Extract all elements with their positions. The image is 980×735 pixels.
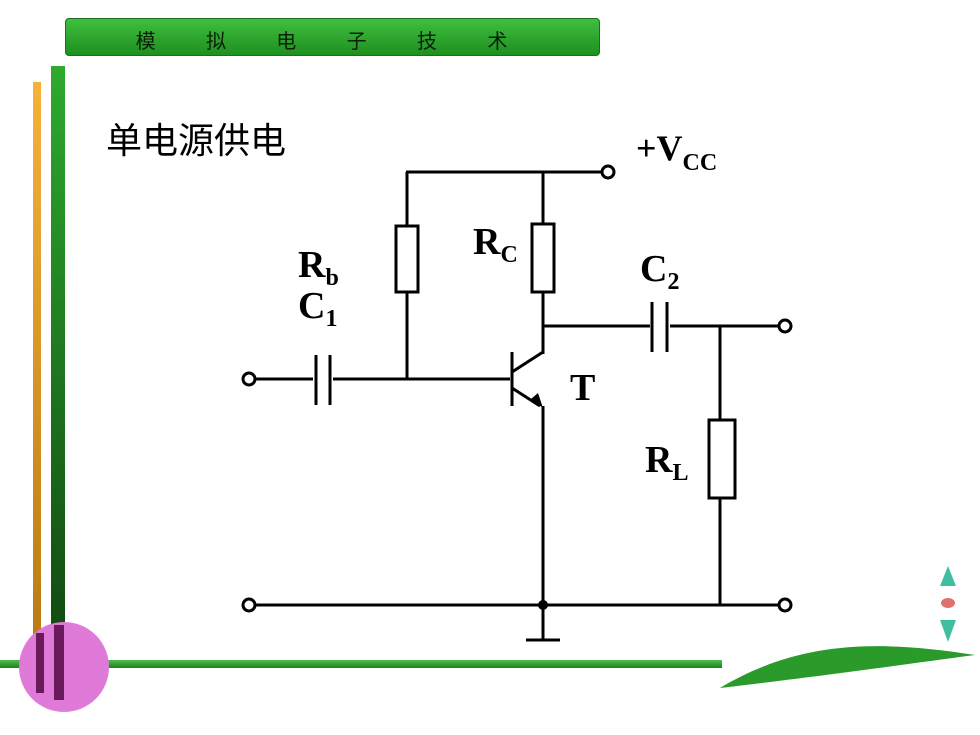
vcc-terminal xyxy=(600,164,616,180)
c1-label: C1 xyxy=(298,285,337,332)
decorative-circle xyxy=(19,622,109,712)
input-terminal xyxy=(241,371,257,387)
emitter-arrow xyxy=(531,393,543,408)
nav-up-icon[interactable] xyxy=(940,566,956,586)
nav-home-icon[interactable] xyxy=(941,598,955,608)
header-bar: 模 拟 电 子 技 术 xyxy=(65,18,600,56)
ground-terminal-left xyxy=(241,597,257,613)
ground-terminal-right xyxy=(777,597,793,613)
rl-label: RL xyxy=(645,439,688,486)
green-wave-decoration xyxy=(720,646,975,688)
output-terminal xyxy=(777,318,793,334)
rc-resistor xyxy=(530,222,556,294)
ground-junction-dot xyxy=(538,600,548,610)
c2-label: C2 xyxy=(640,248,679,295)
rb-label: Rb xyxy=(298,244,339,291)
slide-title: 单电源供电 xyxy=(106,121,287,162)
left-orange-bar xyxy=(33,82,41,652)
rl-resistor xyxy=(707,418,737,500)
rb-resistor xyxy=(394,224,420,294)
rc-label: RC xyxy=(473,221,518,268)
left-green-bar xyxy=(51,66,65,651)
bottom-green-line xyxy=(0,660,722,668)
transistor-label: T xyxy=(570,367,595,409)
vcc-label: +VCC xyxy=(636,128,717,176)
course-title: 模 拟 电 子 技 术 xyxy=(135,29,530,53)
nav-down-icon[interactable] xyxy=(940,620,956,642)
